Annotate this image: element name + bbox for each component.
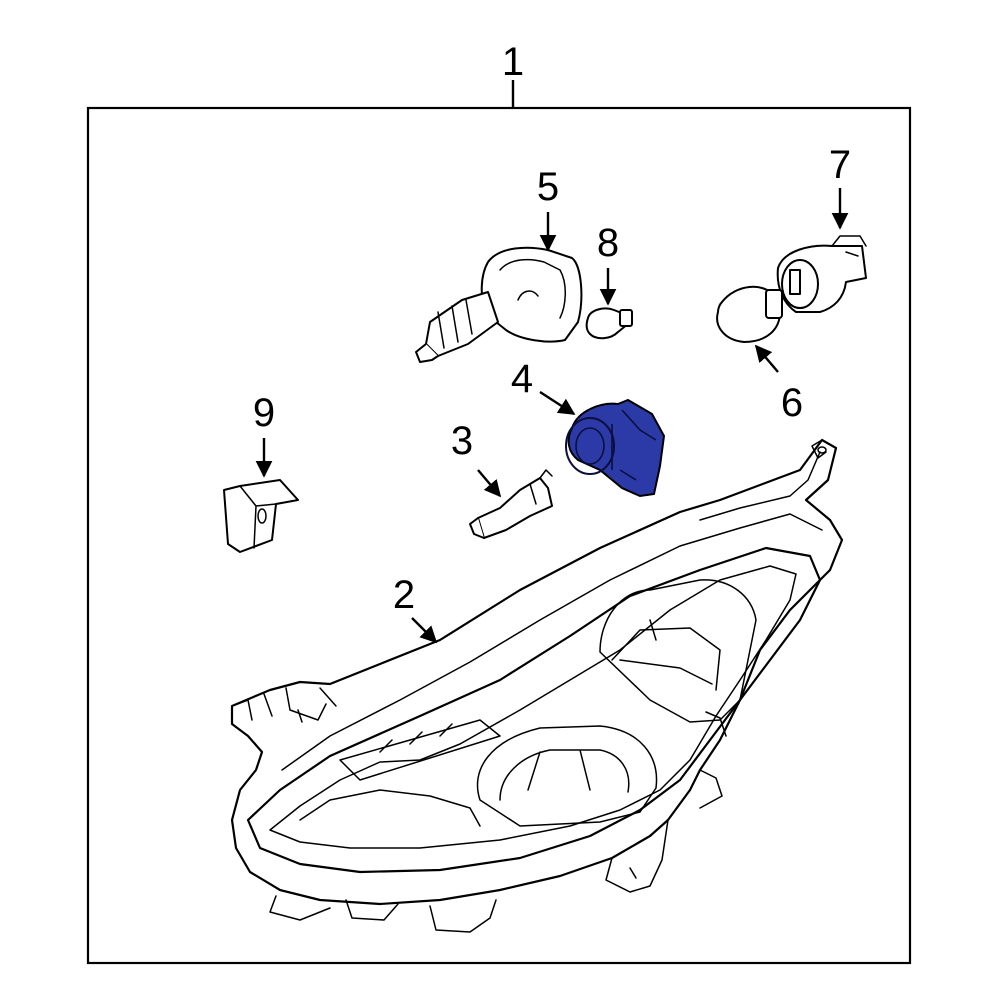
part-8-wedge-bulb[interactable] [585,307,633,340]
part-2-headlamp-housing[interactable] [230,438,844,933]
callout-4[interactable]: 4 [511,357,533,401]
callout-6-leader [754,344,779,373]
callout-3[interactable]: 3 [451,419,473,463]
part-4-body [567,398,666,498]
callout-7[interactable]: 7 [829,143,851,187]
callout-2[interactable]: 2 [393,573,415,617]
callout-1[interactable]: 1 [502,40,524,84]
part-4-socket-highlighted[interactable] [565,398,666,498]
assembly-frame [86,106,912,965]
callout-5[interactable]: 5 [537,165,559,209]
part-3-small-bulb[interactable] [469,469,553,539]
callout-3-leader [477,469,502,498]
callout-4-leader [539,390,576,416]
callout-6[interactable]: 6 [781,381,803,425]
part-7-socket[interactable] [776,235,867,313]
part-9-bracket[interactable] [223,479,299,553]
callout-8[interactable]: 8 [597,221,619,265]
callout-2-leader [411,617,438,644]
callout-9[interactable]: 9 [253,391,275,435]
part-6-signal-bulb[interactable] [716,285,783,343]
part-5-headlamp-bulb[interactable] [415,246,583,363]
